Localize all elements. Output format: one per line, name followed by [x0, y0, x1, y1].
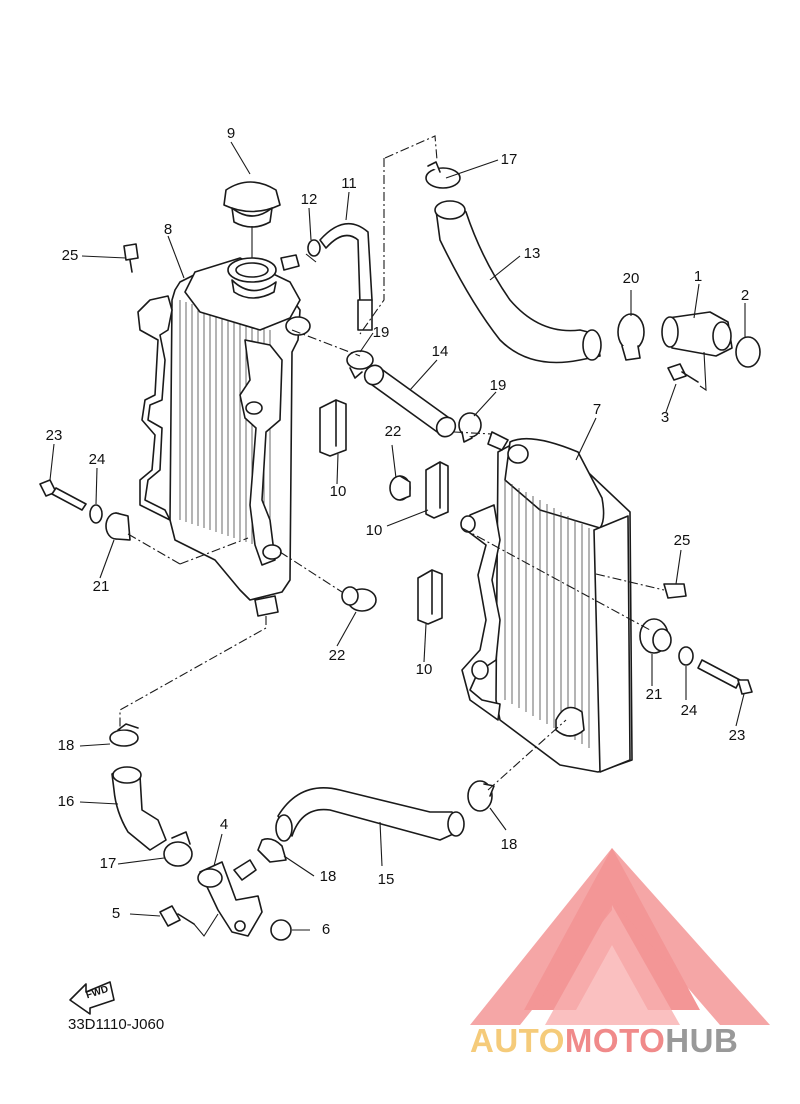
callout-10-right-lower: 10: [416, 661, 433, 678]
callout-21-right: 21: [646, 686, 663, 703]
callout-19-left: 19: [373, 324, 390, 341]
fwd-arrow: FWD: [69, 981, 115, 1015]
breather-hose: [319, 222, 373, 331]
callout-23-left: 23: [46, 427, 63, 444]
callout-7: 7: [593, 401, 601, 418]
callout-25-right: 25: [674, 532, 691, 549]
callout-5: 5: [112, 905, 120, 922]
radiator-cap: [223, 181, 281, 258]
lower-hose-15: [275, 787, 465, 842]
callout-6: 6: [322, 921, 330, 938]
hose-clamp-18-right: [467, 780, 495, 812]
callout-17-lower: 17: [100, 855, 117, 872]
filler-neck: [227, 257, 277, 299]
callout-22-lower: 22: [329, 647, 346, 664]
callout-20: 20: [623, 270, 640, 287]
o-ring-6: [270, 919, 292, 941]
thermostat-fitting: [661, 311, 733, 357]
bolt-23-left: [39, 479, 87, 511]
callout-4: 4: [220, 816, 228, 833]
cross-pipe: [363, 364, 457, 438]
right-radiator: [460, 431, 633, 773]
collar-lower: [341, 586, 377, 612]
o-ring-2: [735, 336, 761, 368]
hose-clamp-upper-left: [346, 350, 374, 379]
callout-24-left: 24: [89, 451, 106, 468]
callout-25-left: 25: [62, 247, 79, 264]
hose-clamp-17-lower: [163, 831, 193, 867]
callout-10-left: 10: [330, 483, 347, 500]
bolt-25-left: [123, 243, 139, 273]
callout-22-upper: 22: [385, 423, 402, 440]
hose-clamp-18-left: [109, 723, 139, 747]
callout-17-upper: 17: [501, 151, 518, 168]
callout-1: 1: [694, 268, 702, 285]
callout-19-right: 19: [490, 377, 507, 394]
damper-21-right: [639, 618, 672, 654]
watermark-part-moto: MOTO: [564, 1022, 666, 1059]
damper-21-left: [105, 512, 131, 541]
callout-24-right: 24: [681, 702, 698, 719]
callout-11: 11: [341, 175, 357, 192]
leader-lines: [49, 141, 746, 937]
hose-clamp-upper: [425, 161, 461, 189]
bolt-25-right: [663, 583, 687, 599]
watermark-part-auto: AUTO: [470, 1022, 565, 1059]
collar-upper: [389, 475, 411, 501]
diagram-code: 33D1110-J060: [68, 1016, 165, 1033]
callout-14: 14: [432, 343, 449, 360]
callout-23-right: 23: [729, 727, 746, 744]
callout-2: 2: [741, 287, 749, 304]
callout-16: 16: [58, 793, 75, 810]
grommet-right-lower: [417, 569, 443, 625]
callout-3: 3: [661, 409, 669, 426]
watermark-part-hub: HUB: [665, 1022, 739, 1059]
left-radiator: [137, 254, 311, 617]
callout-8: 8: [164, 221, 172, 238]
callout-18-left: 18: [58, 737, 75, 754]
hose-clamp-18-mid: [257, 838, 287, 863]
bolt-3: [667, 351, 707, 392]
bolt-23-right: [697, 659, 753, 695]
washer-24-left: [89, 504, 103, 524]
grommet-right-upper: [425, 461, 449, 519]
bolt-5: [159, 905, 195, 927]
assembly-lines: [119, 135, 665, 791]
hose-clamp-20: [617, 313, 645, 361]
callout-18-mid: 18: [320, 868, 337, 885]
water-joint: [197, 859, 263, 937]
hose-clip: [305, 239, 321, 263]
callout-12: 12: [301, 191, 318, 208]
callout-15: 15: [378, 871, 395, 888]
washer-24-right: [678, 646, 694, 666]
callout-9: 9: [227, 125, 235, 142]
hose-clamp-right: [458, 412, 482, 443]
callout-10-right-upper: 10: [366, 522, 383, 539]
grommet-left-radiator: [319, 399, 347, 457]
watermark-logo-mark: [470, 848, 770, 1025]
lower-hose-16: [111, 766, 167, 851]
callout-numbers: 1 2 3 4 5 6 7 8 9 10 10 10 11 12 13 14 1…: [46, 125, 750, 938]
right-radiator-core-fins: [504, 480, 590, 748]
watermark-text: AUTOMOTOHUB: [470, 1022, 738, 1060]
upper-hose: [434, 200, 602, 364]
callout-18-right: 18: [501, 836, 518, 853]
callout-21-left: 21: [93, 578, 110, 595]
callout-13: 13: [524, 245, 541, 262]
